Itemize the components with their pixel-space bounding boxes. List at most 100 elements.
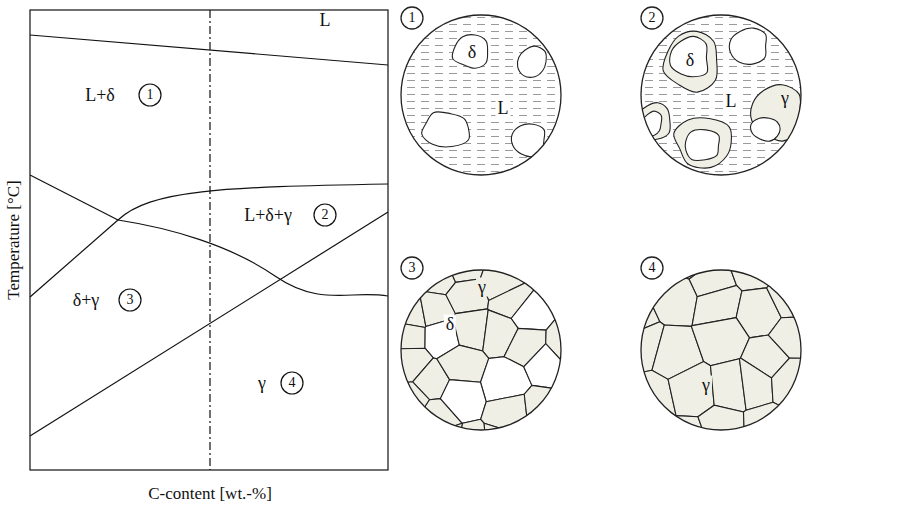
number-ring <box>401 7 423 29</box>
micro-label: L <box>724 92 739 111</box>
gamma-grain <box>381 251 389 296</box>
number-ring <box>119 289 141 311</box>
liquid-ground <box>401 15 561 175</box>
phase-number: 2 <box>320 208 331 223</box>
gamma-grain <box>733 441 762 450</box>
gamma-grain <box>621 356 627 372</box>
gamma-grain <box>817 394 821 424</box>
micrograph-outline <box>641 15 801 175</box>
gamma-grain <box>551 276 581 324</box>
gamma-grain <box>621 445 648 450</box>
micrograph-outline <box>401 15 561 175</box>
phase-boundary <box>30 212 388 436</box>
gamma-grain <box>458 419 487 450</box>
phase-number: 4 <box>287 376 298 391</box>
gamma-grain <box>423 250 445 251</box>
axis-label: Temperature [°C] <box>5 178 23 301</box>
micrograph <box>636 15 801 175</box>
gamma-grain <box>381 412 422 450</box>
gamma-grain <box>751 85 801 141</box>
delta-grain <box>422 112 470 147</box>
number-ring <box>641 7 663 29</box>
delta-grain <box>452 35 487 69</box>
number-ring <box>641 257 663 279</box>
gamma-grain <box>512 250 555 292</box>
axis-label: C-content [wt.-%] <box>146 485 274 503</box>
phase-label: γ <box>256 374 268 393</box>
gamma-grain <box>381 426 388 450</box>
phase-number: 3 <box>125 293 136 308</box>
micro-label: γ <box>779 89 791 108</box>
delta-grain <box>642 111 661 136</box>
delta-grain <box>670 36 708 76</box>
gamma-grain <box>577 250 581 252</box>
gamma-grain <box>520 423 565 450</box>
gamma-grain <box>785 399 821 450</box>
delta-grain <box>440 380 486 424</box>
phase-label: L <box>318 11 333 30</box>
gamma-grain <box>390 322 425 349</box>
gamma-grain <box>381 388 392 426</box>
phase-label: L+δ+γ <box>242 206 294 225</box>
gamma-grain <box>419 423 462 450</box>
gamma-grain <box>739 358 773 410</box>
micrograph <box>401 15 561 175</box>
delta-grain <box>517 46 546 77</box>
gamma-grain <box>543 250 551 252</box>
gamma-grain <box>663 31 717 92</box>
number-ring <box>401 257 423 279</box>
composition-line <box>209 10 210 470</box>
gamma-grain <box>698 405 745 450</box>
gamma-grain <box>621 250 665 258</box>
phase-boundary <box>30 175 118 220</box>
micro-number: 1 <box>407 11 418 26</box>
number-ring <box>139 84 161 106</box>
gamma-grain <box>437 345 489 382</box>
gamma-grain <box>721 250 732 254</box>
number-ring <box>281 372 303 394</box>
liquidus-line <box>30 35 388 65</box>
gamma-grain <box>744 402 787 450</box>
micro-number: 3 <box>407 261 418 276</box>
phase-boundary <box>30 220 118 297</box>
gamma-grain <box>621 415 666 450</box>
gamma-grain <box>819 333 821 361</box>
gamma-grain <box>789 449 821 450</box>
gamma-grain <box>650 272 697 327</box>
gamma-grain <box>381 359 387 389</box>
gamma-grain <box>524 385 558 425</box>
micrograph-outline <box>641 270 801 430</box>
micro-label: δ <box>684 51 696 70</box>
liquid-ground <box>641 15 801 175</box>
micrograph-outlines <box>401 7 801 430</box>
phase-label: δ+γ <box>71 291 102 310</box>
phase-diagram <box>30 10 388 470</box>
micrograph-outline <box>401 270 561 430</box>
gamma-grain <box>463 250 492 261</box>
micro-number: 4 <box>647 261 658 276</box>
phase-label: L+δ <box>83 86 117 105</box>
micro-label: δ <box>466 43 478 62</box>
gamma-grain <box>636 103 670 140</box>
micro-label: δ <box>444 315 456 334</box>
gamma-grain <box>777 250 821 285</box>
delta-grain <box>685 130 719 161</box>
gamma-grain <box>808 286 821 332</box>
gamma-grain <box>381 297 395 357</box>
micrograph <box>621 250 821 450</box>
delta-grain <box>751 118 780 142</box>
micro-number: 2 <box>647 11 658 26</box>
gamma-grain <box>453 309 488 351</box>
micro-label: γ <box>476 278 488 297</box>
delta-grain <box>729 28 766 64</box>
gamma-grain <box>621 403 631 431</box>
phase-number: 1 <box>145 88 156 103</box>
gamma-grain <box>626 370 676 423</box>
micro-label: γ <box>700 376 712 395</box>
gamma-grain <box>556 429 581 450</box>
gamma-grain <box>816 250 821 252</box>
plot-frame <box>30 10 388 470</box>
delta-grain <box>512 124 545 157</box>
